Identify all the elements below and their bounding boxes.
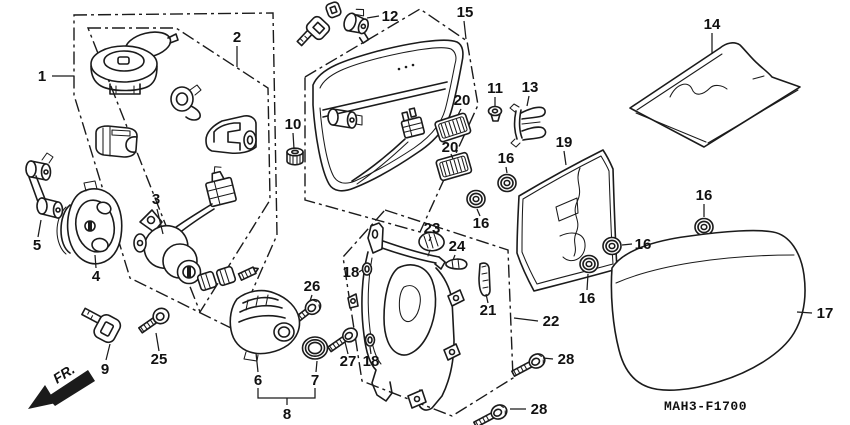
callout-2: 2 (233, 29, 241, 46)
grommet-18b (364, 333, 376, 347)
emblem-20a (434, 112, 472, 143)
callout-26: 26 (304, 278, 321, 295)
clip-nut-11 (487, 105, 503, 122)
callout-28b: 28 (531, 401, 548, 418)
clamp-13 (509, 103, 547, 148)
bolt-28a (511, 353, 546, 377)
callout-20a: 20 (454, 92, 471, 109)
group-box-15 (304, 8, 479, 233)
callout-16b: 16 (473, 215, 490, 232)
callout-11: 11 (487, 80, 503, 97)
grommet-16a (497, 173, 517, 193)
callout-16e: 16 (579, 290, 596, 307)
grommet-18a (361, 262, 373, 276)
gasket-19 (516, 149, 618, 292)
callout-18b: 18 (363, 353, 380, 370)
leader-lines (37, 15, 813, 410)
callout-10: 10 (285, 116, 302, 133)
callout-9: 9 (101, 361, 109, 378)
helmet-holder (229, 289, 301, 362)
group-box-22 (342, 209, 514, 417)
callout-1: 1 (38, 68, 46, 85)
nut-10 (286, 147, 304, 166)
callout-18a: 18 (343, 264, 360, 281)
inner-bracket-22 (347, 222, 465, 411)
lock-lever (25, 152, 64, 219)
fr-direction-arrow: FR. (28, 361, 95, 409)
grommet-16b (466, 189, 486, 209)
callout-23: 23 (424, 220, 441, 237)
callout-16c: 16 (696, 187, 713, 204)
callout-3: 3 (152, 191, 160, 208)
emblem-20b (435, 151, 473, 182)
callout-13: 13 (522, 79, 539, 96)
callout-25: 25 (151, 351, 168, 368)
ignition-switch (133, 166, 259, 292)
left-side-cover (312, 39, 464, 192)
strip-21 (478, 262, 491, 297)
callout-19: 19 (556, 134, 573, 151)
rubber-cushion (95, 125, 138, 158)
callout-27: 27 (340, 353, 357, 370)
callout-12: 12 (382, 8, 399, 25)
grommet-ring-7 (301, 336, 329, 360)
screw-25 (138, 307, 170, 334)
screw-27 (327, 327, 358, 353)
right-side-cover (610, 229, 806, 391)
callout-24: 24 (449, 238, 466, 255)
callout-6: 6 (254, 372, 262, 389)
clip-23 (418, 231, 445, 257)
fuel-cap (90, 31, 179, 95)
callout-14: 14 (704, 16, 721, 33)
seat-lock-cylinder (170, 84, 202, 121)
helmet-holder-bracket (205, 115, 257, 155)
callout-17: 17 (817, 305, 834, 322)
callout-8: 8 (283, 406, 291, 423)
callout-22: 22 (543, 313, 560, 330)
document-pouch (629, 42, 801, 148)
drawing-code: MAH3-F1700 (664, 399, 747, 414)
bolt-28b (473, 404, 508, 425)
group-box-1 (73, 12, 278, 331)
grommet-16e (579, 254, 599, 274)
clip-24 (445, 258, 468, 270)
lock-assy-body (56, 180, 123, 265)
callout-15: 15 (457, 4, 474, 21)
key (81, 307, 122, 344)
key-set-12 (296, 1, 370, 47)
callout-21: 21 (480, 302, 497, 319)
callout-16a: 16 (498, 150, 515, 167)
callout-labels: 1 2 3 4 5 6 7 8 9 10 11 12 13 14 15 16 1… (33, 4, 834, 423)
grommet-16d (602, 236, 622, 256)
callout-5: 5 (33, 237, 41, 254)
callout-28a: 28 (558, 351, 575, 368)
callout-4: 4 (92, 268, 101, 285)
callout-7: 7 (311, 372, 319, 389)
callout-20b: 20 (442, 139, 459, 156)
callout-16d: 16 (635, 236, 652, 253)
